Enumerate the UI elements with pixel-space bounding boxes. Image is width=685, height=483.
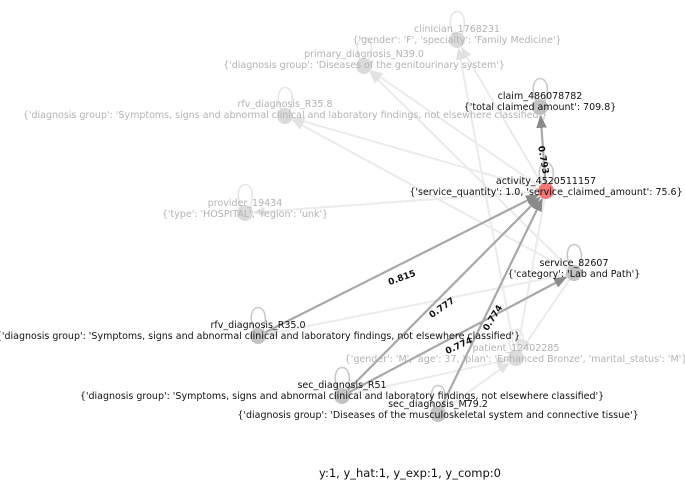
self-loop-claim — [532, 77, 548, 102]
edge-rfv_r350-to-activity — [264, 194, 540, 334]
node-patient[interactable] — [508, 350, 524, 366]
self-loop-service — [566, 243, 582, 268]
node-name-label: activity_4520511157 — [496, 176, 596, 187]
edge-activity-to-provider — [252, 190, 539, 217]
node-name-label: sec_diagnosis_M79.2 — [388, 399, 488, 410]
node-attrs-label: {'total claimed amount': 709.8} — [464, 102, 617, 113]
node-primary_n39[interactable] — [356, 58, 372, 74]
node-name-label: sec_diagnosis_R51 — [297, 380, 386, 391]
node-attrs-label: {'diagnosis group': 'Diseases of the gen… — [223, 60, 505, 71]
edge-sec_r51-to-patient — [349, 357, 509, 396]
node-attrs-label: {'gender': 'F', 'specialty': 'Family Med… — [352, 35, 561, 46]
edges-layer — [252, 46, 571, 411]
node-clinician[interactable] — [449, 32, 465, 48]
node-name-label: service_82607 — [539, 258, 608, 269]
edge-weight-label: 0.793 — [535, 145, 550, 175]
edge-service-to-primary_n39 — [369, 71, 570, 269]
node-attrs-label: {'diagnosis group': 'Symptoms, signs and… — [23, 110, 547, 121]
edge-activity-to-patient — [514, 198, 546, 351]
node-claim[interactable] — [532, 99, 548, 115]
node-labels-layer: clinician_1768231{'gender': 'F', 'specia… — [0, 24, 685, 421]
self-loop-provider — [237, 183, 253, 208]
node-name-label: rfv_diagnosis_R35.0 — [210, 320, 305, 331]
self-loops-layer — [237, 10, 582, 409]
edge-service-to-patient — [520, 279, 571, 352]
self-loop-sec_m792 — [430, 384, 446, 409]
node-name-label: clinician_1768231 — [414, 24, 500, 35]
node-attrs-label: {'diagnosis group': 'Symptoms, signs and… — [80, 391, 604, 402]
edge-activity-to-primary_n39 — [370, 70, 540, 188]
node-activity[interactable] — [538, 183, 554, 199]
edge-sec_m792-to-patient — [443, 362, 510, 411]
node-name-label: patient_12402285 — [473, 343, 560, 354]
node-name-label: claim_486078782 — [498, 91, 583, 102]
edge-activity-to-rfv_r358 — [292, 116, 539, 190]
graph-caption: y:1, y_hat:1, y_exp:1, y_comp:0 — [319, 466, 501, 480]
edge-sec_r51-to-activity — [346, 196, 541, 392]
edge-patient-to-clinician — [455, 47, 516, 351]
node-attrs-label: {'type': 'HOSPITAL', 'region': 'unk'} — [162, 209, 328, 220]
node-attrs-label: {'gender': 'M', 'age': 37, 'plan': 'Enha… — [345, 354, 685, 365]
edge-activity-to-claim — [536, 114, 547, 184]
self-loop-patient — [508, 328, 524, 353]
nodes-layer — [237, 32, 582, 422]
node-rfv_r350[interactable] — [250, 328, 266, 344]
edge-sec_m792-to-activity — [440, 197, 544, 408]
edge-activity-to-clinician — [460, 46, 543, 185]
node-rfv_r358[interactable] — [277, 108, 293, 124]
node-service[interactable] — [566, 265, 582, 281]
self-loop-clinician — [449, 10, 465, 35]
edge-weight-label: 0.815 — [387, 269, 417, 288]
node-sec_m792[interactable] — [430, 406, 446, 422]
edge-sec_r51-to-service — [348, 276, 568, 394]
self-loop-rfv_r350 — [250, 306, 266, 331]
edge-service-to-rfv_r350 — [265, 273, 567, 337]
node-attrs-label: {'diagnosis group': 'Diseases of the mus… — [237, 410, 638, 421]
node-name-label: rfv_diagnosis_R35.8 — [237, 99, 332, 110]
node-name-label: primary_diagnosis_N39.0 — [304, 49, 424, 60]
node-provider[interactable] — [237, 205, 253, 221]
node-attrs-label: {'diagnosis group': 'Symptoms, signs and… — [0, 331, 520, 342]
self-loop-primary_n39 — [356, 36, 372, 61]
self-loop-sec_r51 — [334, 366, 350, 391]
node-attrs-label: {'service_quantity': 1.0, 'service_claim… — [409, 187, 682, 198]
self-loop-rfv_r358 — [277, 86, 293, 111]
node-attrs-label: {'category': 'Lab and Path'} — [508, 269, 641, 280]
node-name-label: provider_19434 — [208, 198, 283, 209]
self-loop-activity — [538, 161, 554, 186]
node-sec_r51[interactable] — [334, 388, 350, 404]
